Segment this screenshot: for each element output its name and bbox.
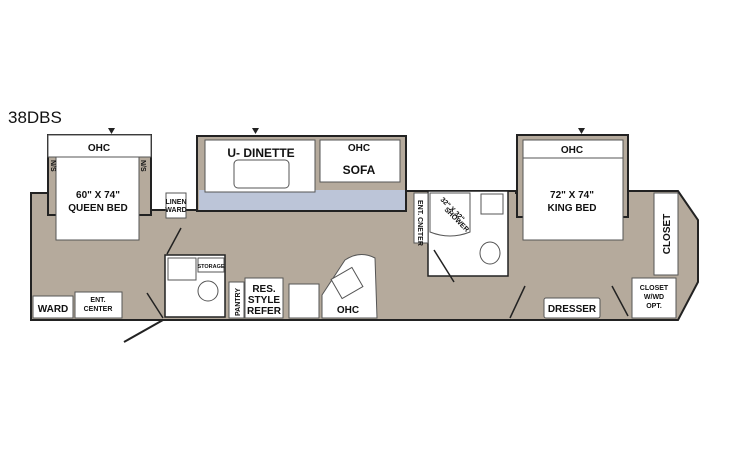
- refer-label-2: STYLE: [248, 295, 281, 306]
- rear-slide-marker-icon: [578, 128, 585, 134]
- door-swing-1: [146, 292, 164, 319]
- kitchen-sink-icon: [330, 266, 364, 300]
- queen-bed-label: QUEEN BED: [68, 203, 127, 214]
- half-bath-toilet-icon: [197, 280, 219, 302]
- pantry-label: PANTRY: [235, 288, 242, 316]
- refer-label-1: RES.: [252, 284, 276, 295]
- entry-door: [123, 319, 164, 343]
- mid-slide-marker-icon: [252, 128, 259, 134]
- closet-wd-label-3: OPT.: [646, 303, 662, 310]
- front-wardrobe: [32, 295, 74, 319]
- model-name: 38DBS: [8, 108, 62, 127]
- dinette-table: [233, 159, 290, 189]
- bath-toilet-icon: [479, 241, 501, 265]
- storage-cabinet: [197, 257, 225, 273]
- front-ent-label-1: ENT.: [90, 297, 105, 304]
- linen-wardrobe: [165, 192, 187, 219]
- sofa: [319, 139, 401, 183]
- door-swing-2: [166, 227, 182, 255]
- front-ward-label: WARD: [38, 304, 69, 315]
- dinette-floor: [199, 190, 405, 210]
- door-swing-4: [509, 285, 526, 319]
- front-ent-center: [74, 291, 123, 319]
- closet-wd-label-1: CLOSET: [640, 285, 669, 292]
- dinette-ohc-label: OHC: [348, 143, 370, 154]
- kitchen-ohc-label: OHC: [337, 305, 359, 316]
- door-swing-3: [433, 249, 455, 283]
- front-ent-label-2: CENTER: [84, 306, 113, 313]
- closet-wd: [631, 277, 677, 319]
- king-bed-size: 72" X 74": [550, 190, 594, 201]
- sofa-label: SOFA: [343, 163, 376, 177]
- ns-left-label: N/S: [49, 160, 56, 172]
- rear-closet: [653, 192, 679, 276]
- dresser: [543, 297, 601, 319]
- door-swing-5: [611, 285, 629, 317]
- closet-label: CLOSET: [662, 214, 673, 255]
- queen-bed-size: 60" X 74": [76, 190, 120, 201]
- dresser-label: DRESSER: [548, 304, 597, 315]
- linen-label-2: WARD: [165, 207, 186, 214]
- front-ohc-cabinet: [47, 134, 152, 158]
- refrigerator: [244, 277, 284, 319]
- refer-label-3: REFER: [247, 306, 282, 317]
- bath-ent-center: [413, 192, 429, 244]
- king-bed-label: KING BED: [548, 203, 597, 214]
- closet-wd-label-2: W/WD: [644, 294, 664, 301]
- linen-label-1: LINEN: [166, 199, 187, 206]
- ns-right-label: N/S: [139, 160, 146, 172]
- front-ohc-label: OHC: [88, 143, 110, 154]
- rear-ohc-cabinet: [522, 139, 624, 159]
- storage-label: STORAGE: [197, 264, 224, 270]
- front-slide-marker-icon: [108, 128, 115, 134]
- shower: [429, 192, 471, 237]
- half-bath-sink-icon: [167, 257, 197, 281]
- rear-ohc-label: OHC: [561, 145, 583, 156]
- dinette-label: U- DINETTE: [227, 146, 294, 160]
- stove: [288, 283, 320, 319]
- bath-ent-center-label: ENT. CNETER: [416, 200, 423, 246]
- pantry: [228, 281, 245, 319]
- bath-sink-icon: [480, 193, 504, 215]
